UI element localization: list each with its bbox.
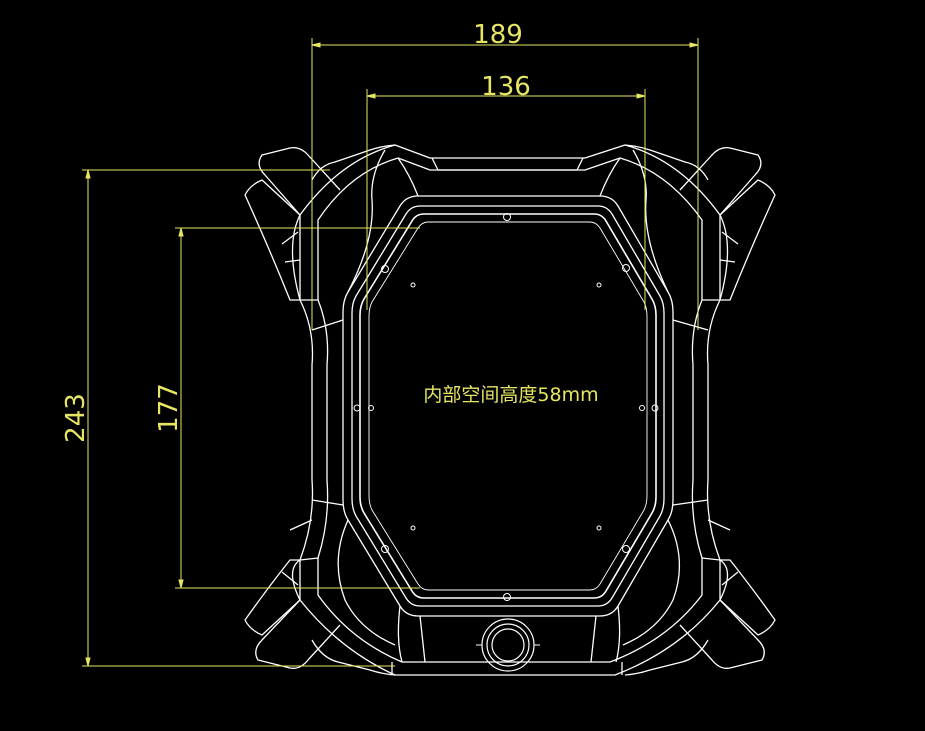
hole-right-lower bbox=[622, 545, 630, 553]
frame-rim-outer bbox=[342, 195, 674, 617]
hole-left-mid-b bbox=[368, 405, 374, 411]
hole-inner-tr bbox=[596, 282, 602, 288]
hole-inner-br bbox=[596, 525, 602, 531]
right-seam bbox=[672, 299, 721, 561]
left-seam bbox=[299, 299, 344, 561]
front-port bbox=[476, 618, 540, 672]
bottom-left-shoulder bbox=[337, 519, 403, 663]
arm-bottom-right bbox=[624, 519, 776, 676]
hole-inner-tl bbox=[410, 282, 416, 288]
bottom-panel bbox=[391, 615, 623, 675]
top-right-shoulder bbox=[599, 149, 669, 293]
interior-height-note: 内部空间高度58mm bbox=[423, 384, 598, 406]
dim-inner-width-label: 136 bbox=[481, 72, 531, 102]
dimension-labels: 189 136 243 177 内部空间高度58mm bbox=[61, 20, 599, 443]
hole-bottom bbox=[503, 593, 511, 601]
dim-outer-height-label: 243 bbox=[61, 393, 91, 443]
hole-right-upper bbox=[622, 264, 630, 272]
dimension-lines bbox=[82, 38, 699, 667]
hole-top bbox=[503, 213, 511, 221]
frame-rim-middle bbox=[351, 205, 665, 607]
top-left-shoulder bbox=[347, 149, 419, 293]
dim-inner-height-label: 177 bbox=[154, 383, 184, 433]
inner-opening bbox=[359, 213, 657, 599]
hole-left-lower bbox=[381, 545, 389, 553]
hole-right-mid-a bbox=[651, 404, 659, 412]
hole-left-upper bbox=[381, 265, 389, 273]
arm-top-right bbox=[624, 144, 776, 301]
dim-outer-width-label: 189 bbox=[473, 20, 523, 50]
mounting-holes bbox=[353, 213, 659, 601]
hole-inner-bl bbox=[410, 525, 416, 531]
inner-opening-edge bbox=[368, 221, 648, 591]
hole-right-mid-b bbox=[639, 405, 645, 411]
frame-ring-1 bbox=[317, 157, 703, 663]
bottom-right-shoulder bbox=[615, 519, 681, 663]
hole-left-mid-a bbox=[353, 404, 361, 412]
top-edge-lip bbox=[431, 157, 584, 171]
